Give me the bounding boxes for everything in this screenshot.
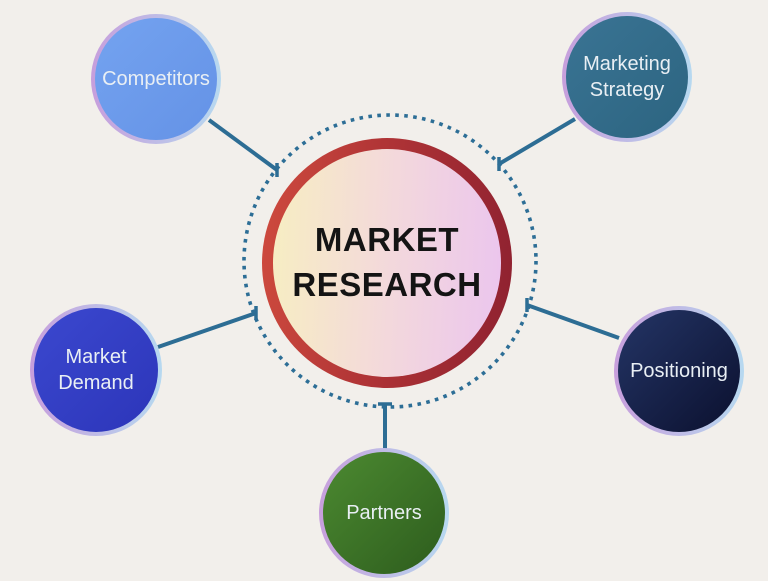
- node-marketing-strategy: Marketing Strategy: [562, 12, 692, 142]
- center-node-fill: MARKET RESEARCH: [273, 149, 501, 377]
- center-node-market-research: MARKET RESEARCH: [262, 138, 512, 388]
- node-partners-label: Partners: [346, 502, 422, 524]
- node-competitors-label: Competitors: [102, 68, 210, 90]
- node-competitors-fill: Competitors: [95, 18, 217, 140]
- connector-positioning: [526, 303, 620, 340]
- node-market-demand-label: Market Demand: [58, 346, 134, 394]
- node-market-demand: Market Demand: [30, 304, 162, 436]
- node-market-demand-fill: Market Demand: [34, 308, 158, 432]
- node-partners: Partners: [319, 448, 449, 578]
- node-marketing-strategy-label: Marketing Strategy: [583, 53, 671, 101]
- node-positioning-fill: Positioning: [618, 310, 740, 432]
- connector-marketing-strategy: [497, 117, 577, 166]
- connector-competitors: [207, 118, 279, 172]
- node-positioning-label: Positioning: [630, 360, 728, 382]
- node-partners-fill: Partners: [323, 452, 445, 574]
- node-competitors: Competitors: [91, 14, 221, 144]
- node-positioning: Positioning: [614, 306, 744, 436]
- node-marketing-strategy-fill: Marketing Strategy: [566, 16, 688, 138]
- dotted-ring: [242, 113, 538, 409]
- connector-market-demand: [157, 311, 257, 349]
- center-node-label: MARKET RESEARCH: [292, 221, 482, 303]
